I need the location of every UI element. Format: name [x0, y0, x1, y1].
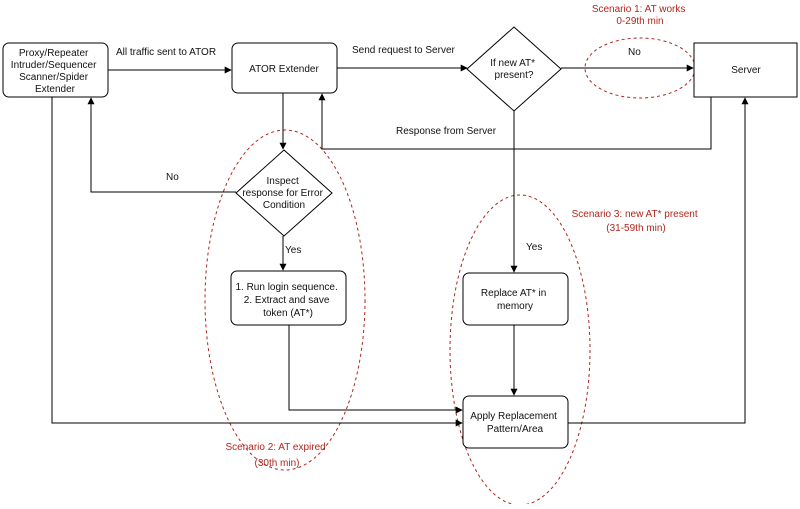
apply-replacement-node [462, 395, 569, 449]
inspect-response-node [235, 149, 333, 237]
apply-replacement-label: Apply Replacement Pattern/Area [470, 411, 560, 435]
edge-server-response [318, 93, 712, 150]
server-label: Server [731, 65, 761, 76]
scenario-2-ellipse [204, 129, 366, 471]
edge-proxy-to-apply [51, 97, 463, 427]
edge-login-to-apply [288, 325, 463, 414]
scenario-3-ellipse [449, 194, 591, 506]
server-node [693, 42, 798, 98]
all-traffic-label: All traffic sent to ATOR [116, 47, 216, 58]
proxy-label: Proxy/Repeater Intruder/Sequencer Scanne… [11, 48, 99, 95]
decision-new-at-node [466, 26, 562, 112]
edge-inspect-no [87, 97, 236, 193]
response-from-server-label: Response from Server [396, 126, 497, 137]
no-left-label: No [166, 172, 179, 183]
edge-apply-to-server [568, 97, 749, 424]
replace-at-node [462, 272, 569, 326]
decision-new-at-label: If new AT* present? [490, 58, 538, 81]
ator-extender-label: ATOR Extender [249, 64, 319, 75]
yes-inspect-label: Yes [285, 245, 301, 256]
scenario-3-label: Scenario 3: new AT* present (31-59th min… [572, 209, 701, 234]
scenario-2-label: Scenario 2: AT expired (30th min) [225, 442, 328, 469]
scenario-1-label: Scenario 1: AT works 0-29th min [592, 4, 688, 27]
inspect-response-label: Inspect response for Error Condition [242, 176, 325, 211]
replace-at-label: Replace AT* in memory [481, 288, 549, 312]
no-top-label: No [628, 47, 641, 58]
yes-replace-label: Yes [526, 242, 542, 253]
login-sequence-label: 1. Run login sequence. 2. Extract and sa… [235, 282, 340, 319]
send-request-label: Send request to Server [352, 45, 456, 56]
